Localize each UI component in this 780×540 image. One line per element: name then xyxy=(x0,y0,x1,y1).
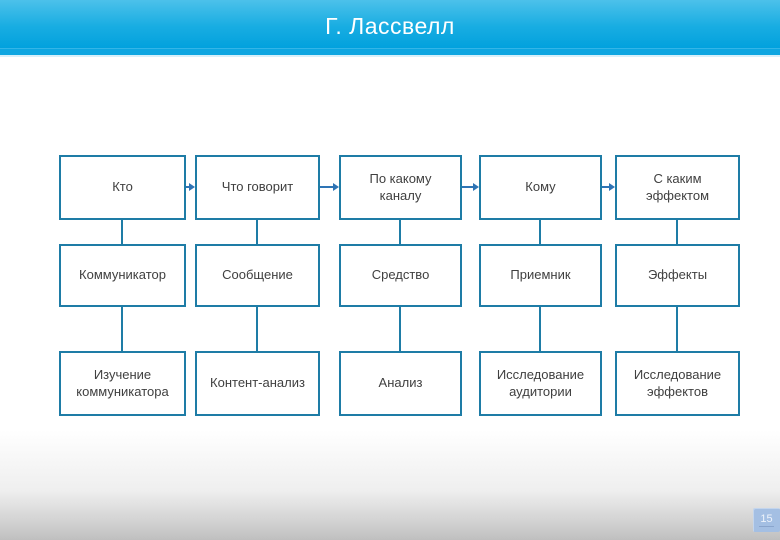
box-with-effect: С каким эффектом xyxy=(615,155,740,220)
box-label: Сообщение xyxy=(222,267,293,283)
connector-line xyxy=(121,307,123,351)
connector-line xyxy=(676,307,678,351)
box-to-whom: Кому xyxy=(479,155,602,220)
flow-arrow-icon xyxy=(333,183,339,191)
box-label: Что говорит xyxy=(221,179,294,195)
flow-arrow-shaft xyxy=(462,186,473,188)
header-underline xyxy=(0,55,780,57)
box-label: Средство xyxy=(371,267,430,283)
box-says-what: Что говорит xyxy=(195,155,320,220)
flow-arrow-shaft xyxy=(320,186,333,188)
box-label: Приемник xyxy=(510,267,571,283)
box-label: Исследование эффектов xyxy=(633,366,722,399)
box-receiver: Приемник xyxy=(479,244,602,307)
box-message: Сообщение xyxy=(195,244,320,307)
page-number: 15 xyxy=(759,513,774,527)
box-who: Кто xyxy=(59,155,186,220)
box-content-analysis: Контент-анализ xyxy=(195,351,320,416)
connector-line xyxy=(256,220,258,244)
box-analysis: Анализ xyxy=(339,351,462,416)
flow-arrow-shaft xyxy=(186,186,190,188)
box-communicator: Коммуникатор xyxy=(59,244,186,307)
box-label: По какому каналу xyxy=(369,170,432,203)
box-channel: По какому каналу xyxy=(339,155,462,220)
slide-title: Г. Лассвелл xyxy=(325,13,455,39)
footer-gradient xyxy=(0,430,780,540)
connector-line xyxy=(539,307,541,351)
flow-arrow-icon xyxy=(473,183,479,191)
box-medium: Средство xyxy=(339,244,462,307)
box-effects-research: Исследование эффектов xyxy=(615,351,740,416)
box-label: Эффекты xyxy=(647,267,708,283)
flow-arrow-shaft xyxy=(602,186,609,188)
connector-line xyxy=(676,220,678,244)
box-label: Коммуникатор xyxy=(79,267,166,283)
box-label: Изучение коммуникатора xyxy=(76,366,169,399)
box-label: Исследование аудитории xyxy=(496,366,585,399)
slide-header xyxy=(0,0,780,48)
box-audience-research: Исследование аудитории xyxy=(479,351,602,416)
header-accent-band xyxy=(0,48,780,55)
box-label: Кто xyxy=(112,179,133,195)
flow-arrow-icon xyxy=(189,183,195,191)
connector-line xyxy=(539,220,541,244)
box-label: Анализ xyxy=(378,375,423,391)
connector-line xyxy=(399,307,401,351)
box-label: С каким эффектом xyxy=(645,170,710,203)
flow-arrow-icon xyxy=(609,183,615,191)
box-effects: Эффекты xyxy=(615,244,740,307)
box-label: Контент-анализ xyxy=(210,375,305,391)
page-number-badge: 15 xyxy=(753,508,780,532)
box-communicator-study: Изучение коммуникатора xyxy=(59,351,186,416)
box-label: Кому xyxy=(525,179,556,195)
connector-line xyxy=(256,307,258,351)
connector-line xyxy=(399,220,401,244)
connector-line xyxy=(121,220,123,244)
